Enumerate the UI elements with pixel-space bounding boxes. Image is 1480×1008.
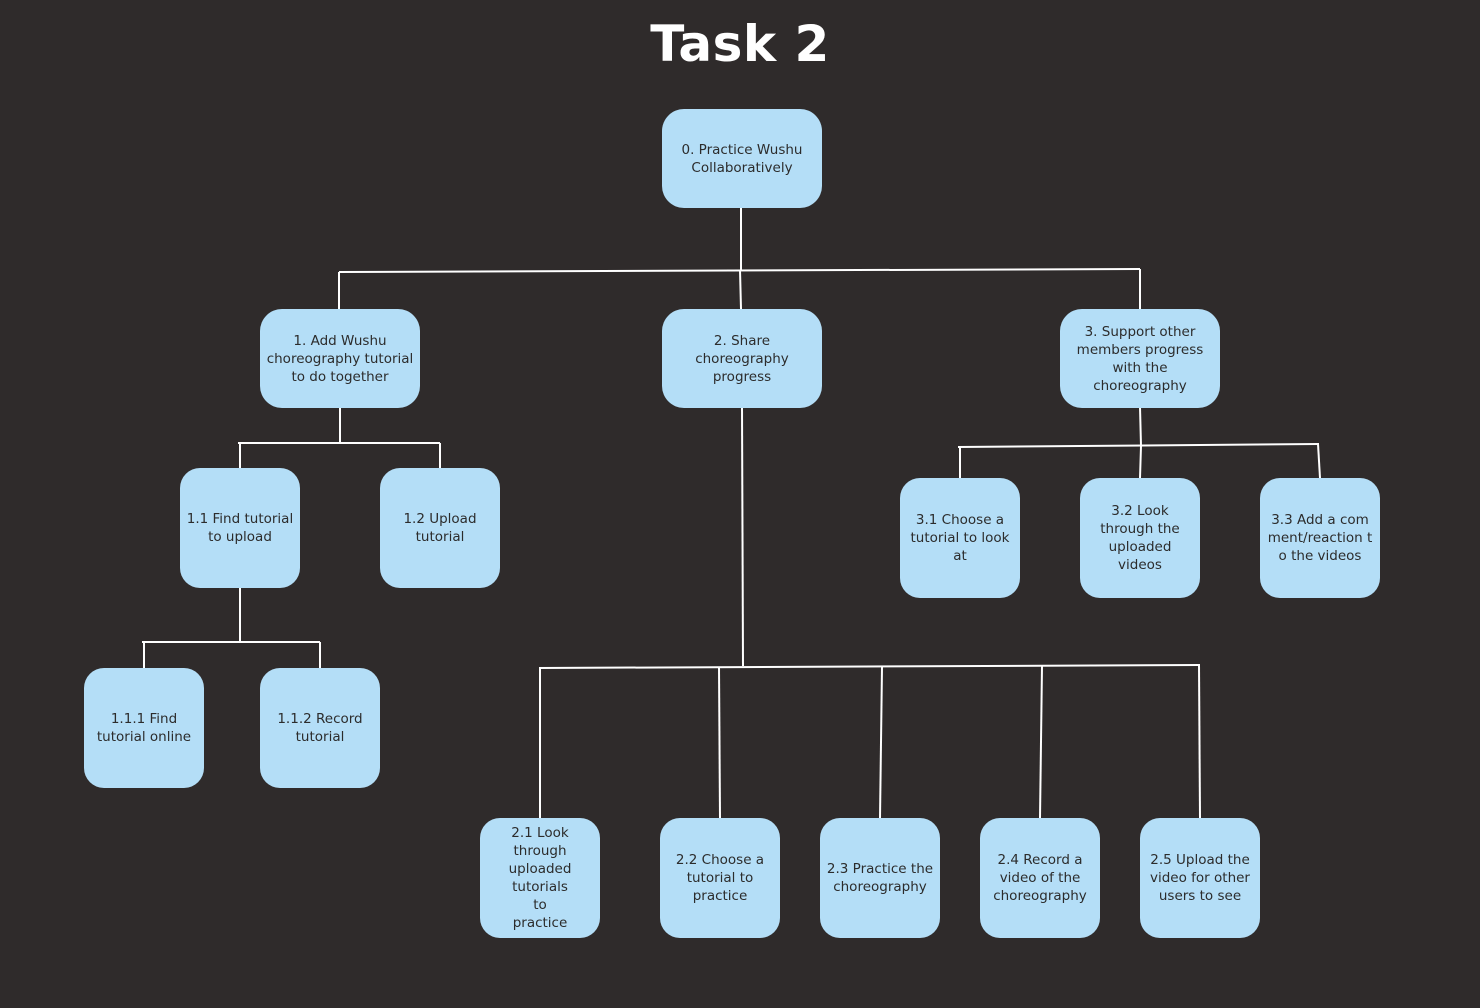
connector-line [957,443,1320,448]
node-label: 1.1.2 Record tutorial [277,711,363,745]
connector-line [1198,664,1201,819]
node-label: 3. Support other members progress with t… [1076,323,1204,394]
node-2-1-look-tutorials: 2.1 Look through uploaded tutorials to p… [480,818,600,938]
connector-line [1039,665,1043,819]
diagram-title: Task 2 [650,15,830,73]
node-2-5-upload-video: 2.5 Upload the video for other users to … [1140,818,1260,938]
node-label: 3.1 Choose a tutorial to look at [910,512,1010,564]
node-1-1-2-record-tutorial: 1.1.2 Record tutorial [260,668,380,788]
node-0-practice-wushu: 0. Practice Wushu Collaboratively [662,109,822,208]
node-label: 3.2 Look through the uploaded videos [1100,503,1180,573]
node-label: 2.1 Look through uploaded tutorials to p… [508,825,572,931]
node-label: 1.2 Upload tutorial [403,511,477,545]
node-label: 3.3 Add a comment/reaction to the videos [1267,512,1373,564]
node-label: 2.3 Practice the choreography [826,861,934,895]
node-label: 0. Practice Wushu Collaboratively [681,141,803,176]
node-3-3-add-comment: 3.3 Add a comment/reaction to the videos [1260,478,1380,598]
node-2-share-progress: 2. Share choreography progress [662,309,822,408]
node-label: 1.1.1 Find tutorial online [96,711,192,745]
node-2-4-record-video: 2.4 Record a video of the choreography [980,818,1100,938]
connector-line [739,269,742,310]
connector-line [1139,406,1142,447]
node-label: 2. Share choreography progress [695,332,789,385]
connector-line [1139,445,1142,479]
node-3-2-look-videos: 3.2 Look through the uploaded videos [1080,478,1200,598]
node-2-3-practice: 2.3 Practice the choreography [820,818,940,938]
node-1-1-1-find-online: 1.1.1 Find tutorial online [84,668,204,788]
node-1-add-tutorial: 1. Add Wushu choreography tutorial to do… [260,309,420,408]
node-1-1-find-tutorial: 1.1 Find tutorial to upload [180,468,300,588]
node-label: 1. Add Wushu choreography tutorial to do… [266,332,414,385]
node-3-support-members: 3. Support other members progress with t… [1060,309,1220,408]
connector-line [879,666,883,819]
node-label: 2.2 Choose a tutorial to practice [675,852,765,904]
connector-line [538,664,1201,669]
connector-line [718,666,721,819]
node-1-2-upload-tutorial: 1.2 Upload tutorial [380,468,500,588]
node-3-1-choose-tutorial: 3.1 Choose a tutorial to look at [900,478,1020,598]
connector-line [1317,443,1321,479]
node-label: 1.1 Find tutorial to upload [186,511,294,545]
connector-line [741,406,744,667]
node-2-2-choose-tutorial: 2.2 Choose a tutorial to practice [660,818,780,938]
node-label: 2.4 Record a video of the choreography [993,852,1087,904]
node-label: 2.5 Upload the video for other users to … [1150,852,1250,904]
